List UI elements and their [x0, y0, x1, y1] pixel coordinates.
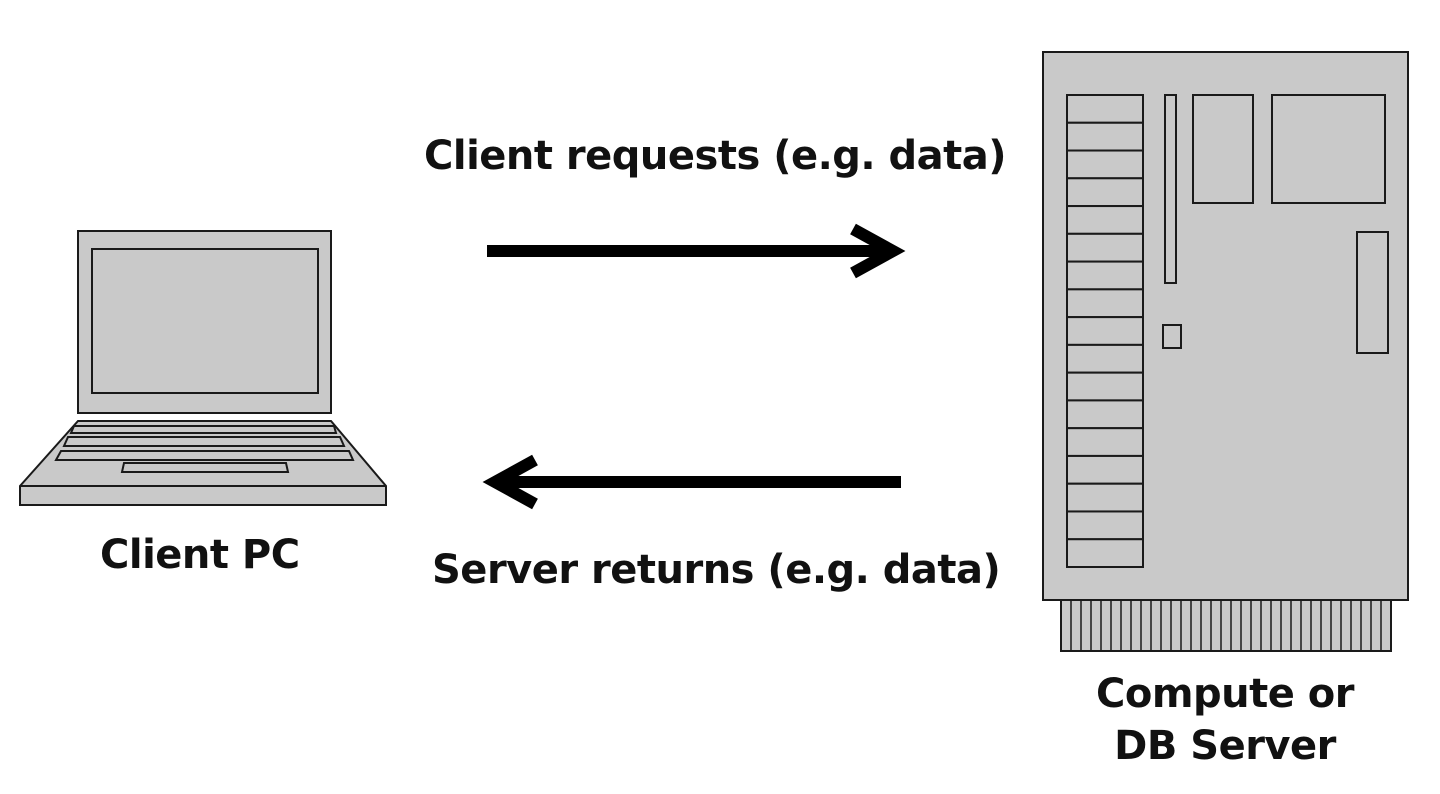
- drive-bay: [1066, 510, 1144, 541]
- drive-bay: [1066, 260, 1144, 291]
- drive-bays: [1066, 94, 1144, 568]
- request-label: Client requests (e.g. data): [424, 133, 1007, 179]
- server-icon: [1042, 51, 1409, 652]
- server-label-line-1: Compute or: [1095, 671, 1355, 717]
- server-led: [1162, 324, 1182, 349]
- laptop-icon: [19, 230, 387, 506]
- server-label: Compute or DB Server: [1040, 668, 1410, 772]
- drive-bay: [1066, 316, 1144, 346]
- server-label-line-2: DB Server: [1114, 723, 1336, 769]
- drive-bay: [1066, 371, 1144, 402]
- drive-bay: [1066, 343, 1144, 374]
- drive-bay: [1066, 205, 1144, 235]
- drive-bay: [1066, 482, 1144, 513]
- drive-bay: [1066, 121, 1144, 152]
- drive-bay: [1066, 538, 1144, 568]
- server-slot: [1164, 94, 1177, 284]
- server-feet: [1060, 599, 1392, 652]
- drive-bay: [1066, 232, 1144, 263]
- server-panel-tall: [1356, 231, 1389, 354]
- response-label: Server returns (e.g. data): [432, 547, 1001, 593]
- server-vents: [1070, 600, 1382, 651]
- server-panel: [1271, 94, 1386, 204]
- client-label: Client PC: [100, 532, 300, 578]
- drive-bay: [1066, 454, 1144, 485]
- keyboard-row: [54, 450, 355, 461]
- drive-bay: [1066, 427, 1144, 457]
- laptop-trackpad: [120, 462, 290, 473]
- drive-bay: [1066, 94, 1144, 124]
- keyboard-row: [62, 436, 346, 447]
- drive-bay: [1066, 177, 1144, 208]
- keyboard-row: [69, 425, 338, 434]
- drive-bay: [1066, 149, 1144, 180]
- laptop-screen: [91, 248, 319, 394]
- response-arrow: [482, 454, 901, 510]
- drive-bay: [1066, 288, 1144, 319]
- request-arrow: [487, 223, 906, 279]
- server-panel: [1192, 94, 1254, 204]
- drive-bay: [1066, 399, 1144, 430]
